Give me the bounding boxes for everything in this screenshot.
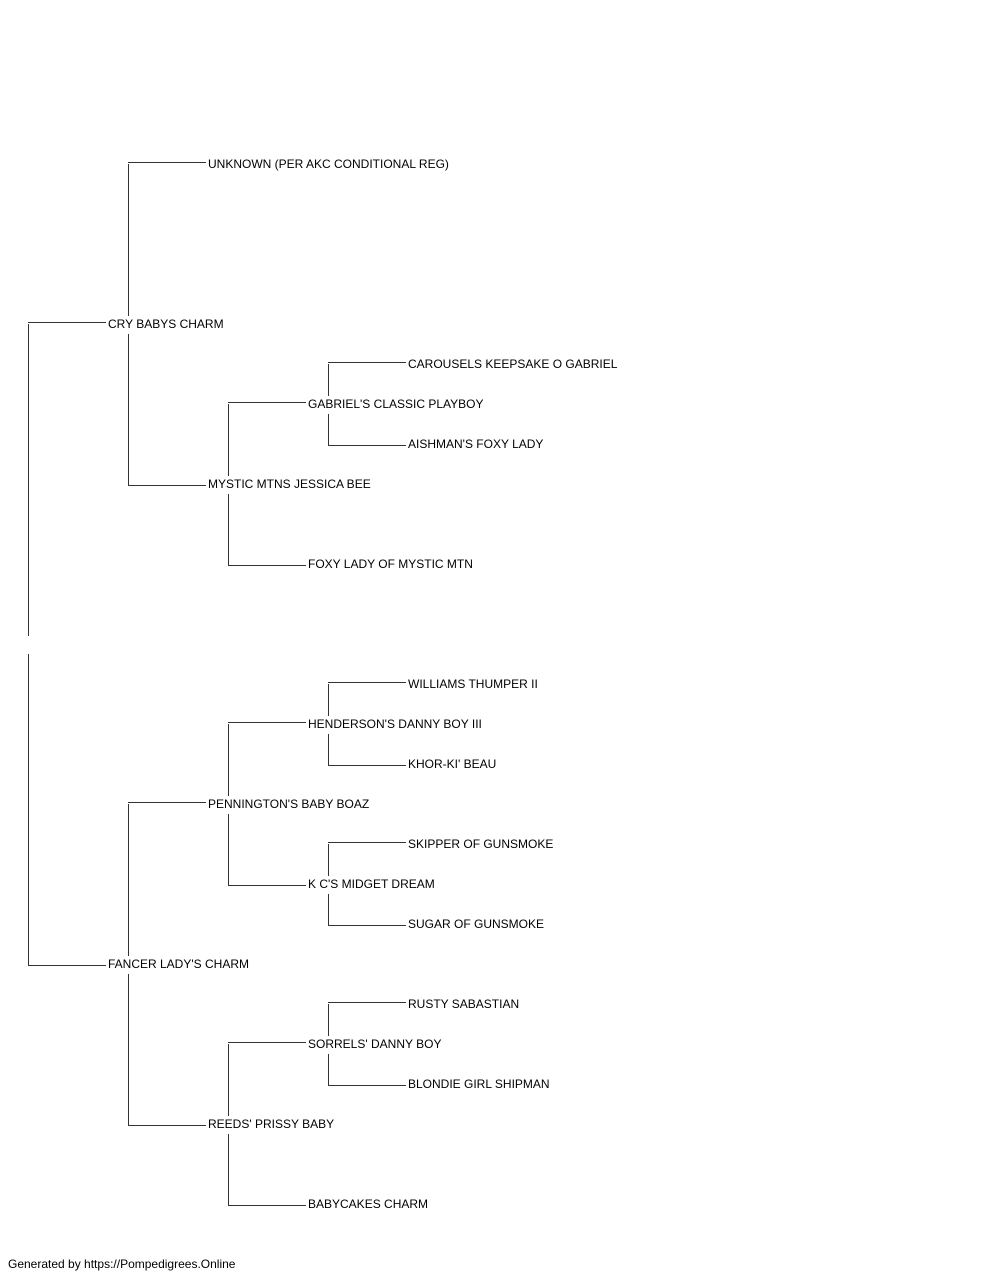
- pedigree-name: SKIPPER OF GUNSMOKE: [408, 837, 554, 851]
- connector-line: [328, 765, 406, 766]
- connector-line: [28, 324, 29, 636]
- connector-line: [328, 445, 406, 446]
- pedigree-name: CRY BABYS CHARM: [108, 317, 224, 331]
- connector-line: [328, 364, 329, 396]
- connector-line: [228, 722, 306, 723]
- connector-line: [228, 724, 229, 796]
- connector-line: [228, 814, 229, 885]
- connector-line: [328, 1054, 329, 1085]
- connector-line: [228, 404, 229, 476]
- connector-line: [128, 334, 129, 485]
- connector-line: [328, 362, 406, 363]
- connector-line: [328, 414, 329, 445]
- connector-line: [328, 894, 329, 925]
- connector-line: [128, 164, 129, 316]
- connector-line: [328, 842, 406, 843]
- connector-line: [228, 402, 306, 403]
- pedigree-name: SORRELS' DANNY BOY: [308, 1037, 442, 1051]
- connector-line: [328, 1085, 406, 1086]
- pedigree-name: FOXY LADY OF MYSTIC MTN: [308, 557, 473, 571]
- connector-line: [328, 925, 406, 926]
- connector-line: [228, 1205, 306, 1206]
- connector-line: [128, 162, 206, 163]
- connector-line: [128, 804, 129, 956]
- connector-line: [228, 1044, 229, 1116]
- pedigree-name: GABRIEL'S CLASSIC PLAYBOY: [308, 397, 484, 411]
- connector-line: [28, 322, 106, 323]
- connector-line: [328, 844, 329, 876]
- pedigree-name: MYSTIC MTNS JESSICA BEE: [208, 477, 371, 491]
- pedigree-name: REEDS' PRISSY BABY: [208, 1117, 335, 1131]
- pedigree-name: FANCER LADY'S CHARM: [108, 957, 249, 971]
- pedigree-name: AISHMAN'S FOXY LADY: [408, 437, 544, 451]
- connector-line: [228, 1134, 229, 1205]
- connector-line: [228, 494, 229, 565]
- footer-credit: Generated by https://Pompedigrees.Online: [8, 1257, 236, 1271]
- connector-line: [28, 654, 29, 965]
- pedigree-name: BABYCAKES CHARM: [308, 1197, 429, 1211]
- connector-line: [128, 485, 206, 486]
- connector-line: [328, 684, 329, 716]
- pedigree-name: K C'S MIDGET DREAM: [308, 877, 435, 891]
- connector-line: [328, 1004, 329, 1036]
- connector-line: [128, 974, 129, 1125]
- connector-line: [328, 734, 329, 765]
- connector-line: [28, 965, 106, 966]
- connector-line: [328, 682, 406, 683]
- pedigree-name: SUGAR OF GUNSMOKE: [408, 917, 545, 931]
- pedigree-name: CAROUSELS KEEPSAKE O GABRIEL: [408, 357, 618, 371]
- connector-line: [228, 565, 306, 566]
- pedigree-name: UNKNOWN (PER AKC CONDITIONAL REG): [208, 157, 449, 171]
- pedigree-name: KHOR-KI' BEAU: [408, 757, 497, 771]
- connector-line: [328, 1002, 406, 1003]
- connector-line: [228, 1042, 306, 1043]
- pedigree-name: RUSTY SABASTIAN: [408, 997, 520, 1011]
- connector-line: [128, 1125, 206, 1126]
- pedigree-name: BLONDIE GIRL SHIPMAN: [408, 1077, 550, 1091]
- pedigree-name: PENNINGTON'S BABY BOAZ: [208, 797, 370, 811]
- connector-line: [128, 802, 206, 803]
- connector-line: [228, 885, 306, 886]
- pedigree-name: WILLIAMS THUMPER II: [408, 677, 538, 691]
- pedigree-name: HENDERSON'S DANNY BOY III: [308, 717, 482, 731]
